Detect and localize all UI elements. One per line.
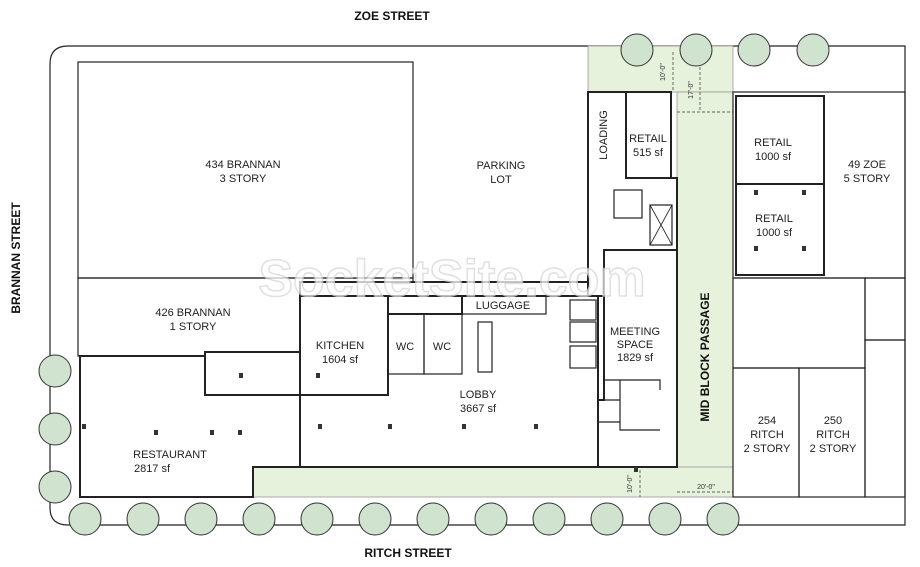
lobby-area: 3667 sf: [460, 403, 497, 415]
mid-block-passage-area: [676, 91, 734, 498]
tree-icon: [796, 33, 830, 67]
restaurant-name: RESTAURANT: [133, 449, 207, 461]
tree-icon: [679, 33, 713, 67]
tree-icon: [300, 502, 334, 536]
wc2-room: [423, 313, 463, 375]
tree-icon: [474, 502, 508, 536]
stair-core: [613, 189, 643, 219]
street-label-north: ZOE STREET: [354, 9, 430, 23]
street-label-west: BRANNAN STREET: [9, 202, 23, 314]
building-250-line1: 250: [824, 415, 842, 427]
lobby-elevator-1: [569, 299, 597, 321]
kitchen-name: KITCHEN: [316, 340, 364, 352]
retail-small-room: [625, 91, 672, 179]
retail-top-area: 1000 sf: [755, 151, 792, 163]
column-posts: [82, 190, 806, 472]
tree-icon: [416, 502, 450, 536]
building-49-zoe-line2: 5 STORY: [844, 173, 891, 185]
restaurant-room: [79, 355, 301, 498]
tree-icon: [68, 502, 102, 536]
building-434-line2: 3 STORY: [220, 173, 267, 185]
loading-label: LOADING: [598, 110, 610, 160]
retail-bottom-area: 1000 sf: [756, 227, 793, 239]
building-426-line1: 426 BRANNAN: [155, 307, 230, 319]
retail-small-name: RETAIL: [629, 133, 667, 145]
tree-icon: [648, 502, 682, 536]
tree-icon: [242, 502, 276, 536]
building-east-corner-south: [864, 339, 906, 498]
tree-icon: [706, 502, 740, 536]
parking-lot-line1: PARKING: [477, 160, 526, 172]
building-426-line2: 1 STORY: [170, 321, 217, 333]
street-trees: [38, 33, 830, 536]
dimension-bottom-10: 10'-0": [627, 475, 634, 493]
dimension-top-10: 10'-0": [660, 63, 667, 81]
street-label-south: RITCH STREET: [364, 546, 452, 560]
wc1-label: WC: [396, 341, 414, 353]
luggage-room: [461, 295, 547, 315]
meeting-line2: SPACE: [617, 339, 653, 351]
block-outline: [49, 45, 906, 526]
meeting-partitions: [598, 379, 661, 431]
retail-bottom-name: RETAIL: [755, 213, 793, 225]
elevator-cross-b: [649, 204, 673, 246]
elevator-core: [649, 204, 673, 246]
green-strip-south: [252, 466, 734, 498]
building-250-line3: 2 STORY: [810, 443, 857, 455]
watermark: SocketSite.com: [258, 250, 645, 308]
dimension-top-17: 17'-0": [688, 81, 695, 99]
tree-icon: [38, 412, 72, 446]
tree-icon: [590, 502, 624, 536]
dimension-bottom-20: 20'-0": [697, 484, 715, 491]
retail-small-area: 515 sf: [633, 147, 664, 159]
parking-lot-line2: LOT: [490, 174, 512, 186]
meeting-line1: MEETING: [610, 326, 660, 338]
tree-icon: [38, 354, 72, 388]
tree-icon: [737, 33, 771, 67]
restaurant-area: 2817 sf: [134, 463, 171, 475]
tree-icon: [38, 470, 72, 504]
tree-icon: [532, 502, 566, 536]
tree-icon: [620, 33, 654, 67]
mid-block-passage-label: MID BLOCK PASSAGE: [698, 292, 712, 421]
retail-top-name: RETAIL: [754, 137, 792, 149]
tree-icon: [126, 502, 160, 536]
building-254-line1: 254: [758, 415, 776, 427]
lobby-room: [299, 295, 599, 468]
building-434-line1: 434 BRANNAN: [205, 159, 280, 171]
building-east-mid: [732, 277, 866, 369]
building-254-line2: RITCH: [750, 429, 784, 441]
luggage-label: LUGGAGE: [476, 300, 530, 312]
meeting-area: 1829 sf: [617, 352, 654, 364]
tree-icon: [358, 502, 392, 536]
lobby-elevator-3: [569, 345, 597, 369]
kitchen-area: 1604 sf: [322, 354, 359, 366]
lobby-name: LOBBY: [460, 389, 497, 401]
building-east-corner: [864, 277, 906, 341]
retail-bottom-room: [735, 183, 825, 276]
reception-desk: [477, 321, 493, 373]
lobby-elevator-2: [569, 321, 597, 343]
building-254-line3: 2 STORY: [744, 443, 791, 455]
building-250-line2: RITCH: [816, 429, 850, 441]
building-49-zoe-line1: 49 ZOE: [848, 159, 886, 171]
wc2-label: WC: [433, 341, 451, 353]
tree-icon: [184, 502, 218, 536]
